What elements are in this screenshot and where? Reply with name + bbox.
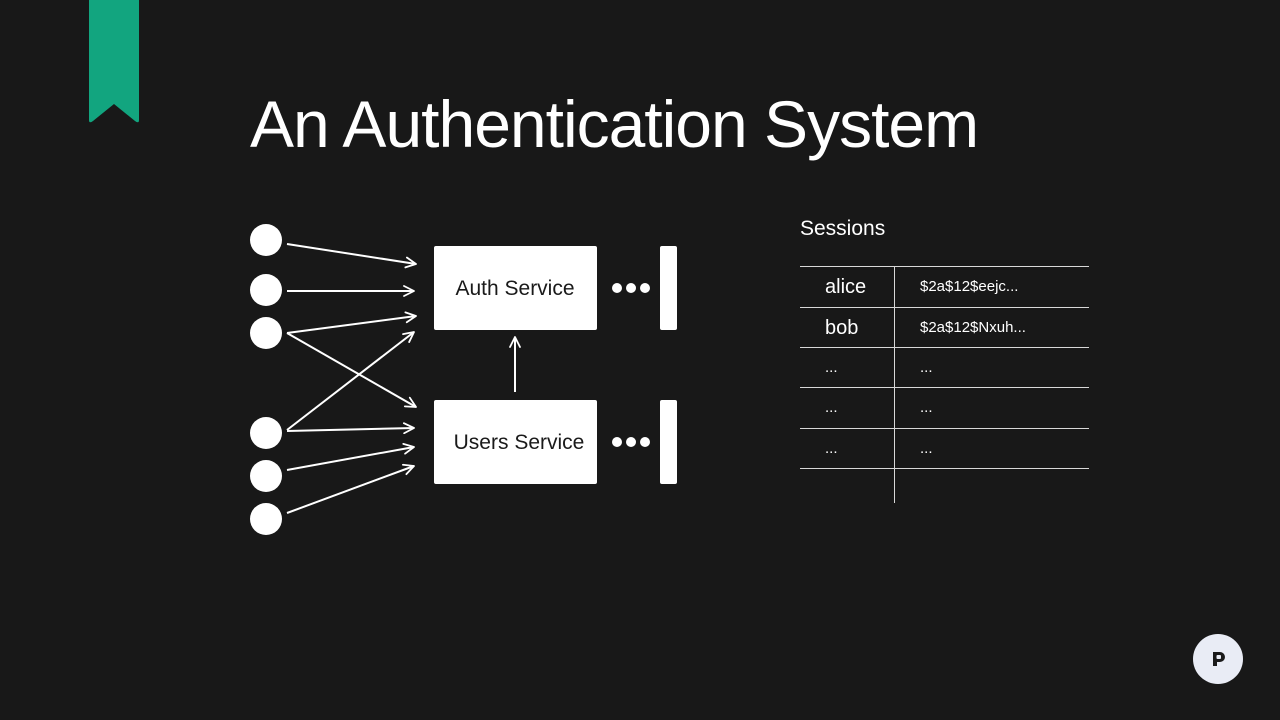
session-hash: $2a$12$Nxuh...: [920, 319, 1026, 336]
sessions-title: Sessions: [800, 217, 886, 240]
presenter-logo-button[interactable]: [1193, 634, 1243, 684]
ellipsis-dot: [640, 437, 650, 447]
request-arrow: [286, 331, 415, 431]
ellipsis-dot: [626, 437, 636, 447]
request-arrow: [286, 332, 417, 408]
presenter-logo-icon: [1213, 652, 1225, 666]
request-arrow: [286, 243, 417, 269]
table-row: ... ...: [800, 348, 1089, 388]
ellipsis-dot: [626, 283, 636, 293]
session-hash: ...: [920, 440, 933, 457]
client-node: [250, 460, 282, 492]
table-row: alice $2a$12$eejc...: [800, 267, 1089, 307]
ellipsis-dot: [612, 283, 622, 293]
table-divider: [800, 307, 1089, 308]
table-divider: [800, 387, 1089, 388]
client-node: [250, 417, 282, 449]
sessions-table: alice $2a$12$eejc... bob $2a$12$Nxuh... …: [800, 266, 1089, 503]
client-node: [250, 274, 282, 306]
session-user: alice: [825, 276, 867, 298]
table-divider: [800, 428, 1089, 429]
bookmark-ribbon-icon: [89, 0, 139, 123]
auth-service-label: Auth Service: [455, 277, 574, 300]
request-arrow: [286, 422, 415, 435]
ellipsis-dot: [640, 283, 650, 293]
request-arrow: [286, 442, 415, 471]
session-user: ...: [825, 440, 838, 457]
session-user: bob: [825, 317, 859, 339]
table-divider: [800, 347, 1089, 348]
table-row: ... ...: [800, 429, 1089, 469]
users-service-box: [434, 400, 597, 484]
users-service-label: Users Service: [454, 431, 585, 454]
table-divider: [800, 266, 1089, 267]
table-row: bob $2a$12$Nxuh...: [800, 308, 1089, 348]
table-row: ... ...: [800, 388, 1089, 428]
request-arrow: [286, 311, 417, 334]
session-hash: ...: [920, 359, 933, 376]
ellipsis-dot: [612, 437, 622, 447]
slide-title: An Authentication System: [250, 87, 979, 161]
client-node: [250, 503, 282, 535]
table-divider: [800, 468, 1089, 469]
client-node: [250, 317, 282, 349]
auth-service-box: [434, 246, 597, 330]
session-user: ...: [825, 399, 838, 416]
architecture-diagram: Auth Service Users Service: [250, 224, 677, 535]
table-column-divider: [894, 266, 895, 503]
auth-instance-bar: [660, 246, 677, 330]
session-hash: ...: [920, 399, 933, 416]
request-arrow: [286, 463, 415, 514]
session-hash: $2a$12$eejc...: [920, 278, 1019, 295]
session-user: ...: [825, 359, 838, 376]
client-node: [250, 224, 282, 256]
users-instance-bar: [660, 400, 677, 484]
